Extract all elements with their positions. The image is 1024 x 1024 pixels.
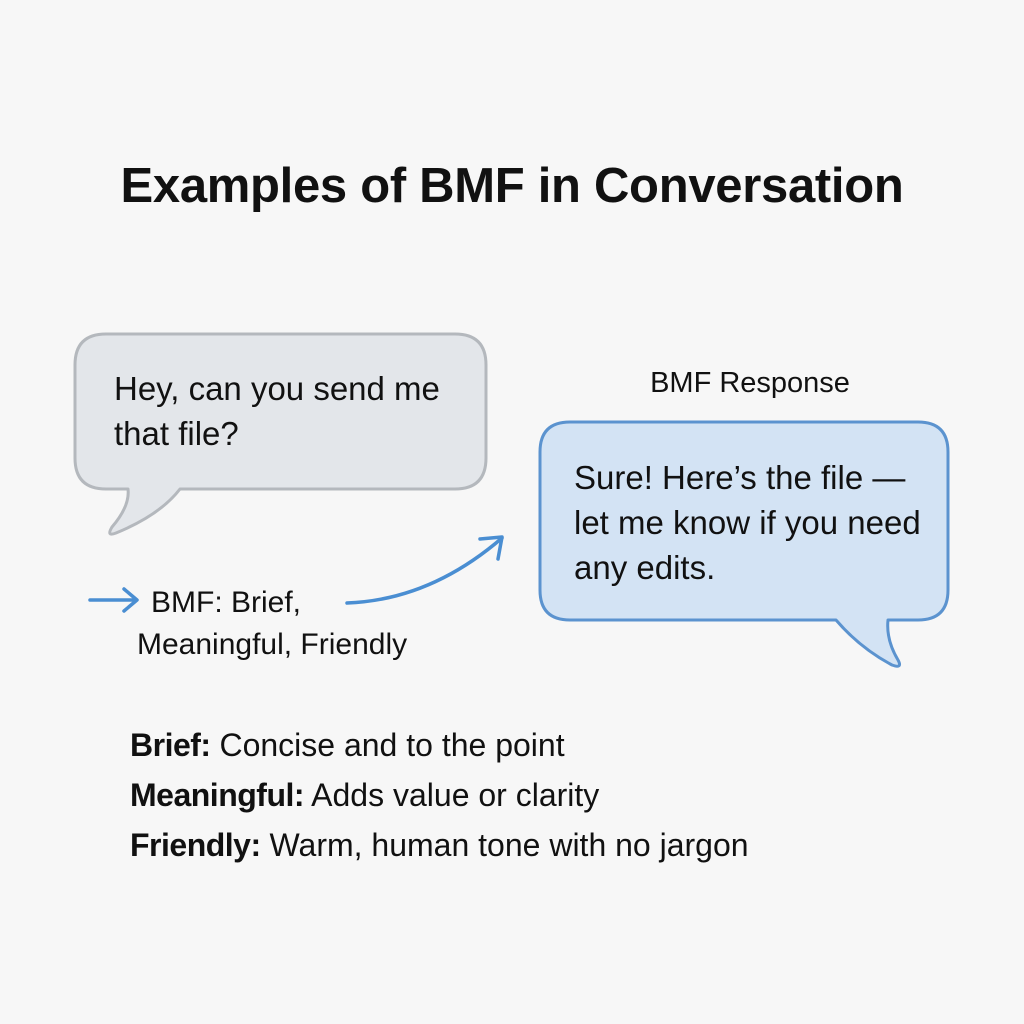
definition-term: Friendly: <box>130 827 261 863</box>
curved-arrow-icon <box>345 535 504 605</box>
incoming-bubble-shape <box>73 332 488 536</box>
definitions-list: Brief: Concise and to the point Meaningf… <box>130 720 749 870</box>
definition-description: Warm, human tone with no jargon <box>260 827 749 863</box>
definition-meaningful: Meaningful: Adds value or clarity <box>130 770 749 820</box>
definition-term: Brief: <box>130 727 211 763</box>
definition-friendly: Friendly: Warm, human tone with no jargo… <box>130 820 749 870</box>
arrow-right-icon <box>88 587 139 613</box>
page-title: Examples of BMF in Conversation <box>120 159 904 213</box>
definition-brief: Brief: Concise and to the point <box>130 720 749 770</box>
definition-term: Meaningful: <box>130 777 305 813</box>
definition-description: Adds value or clarity <box>304 777 600 813</box>
response-bubble-shape <box>538 420 950 668</box>
response-label: BMF Response <box>650 367 850 399</box>
incoming-message-text: Hey, can you send me that file? <box>114 370 440 452</box>
definition-description: Concise and to the point <box>210 727 565 763</box>
bmf-annotation-line-2: Meaningful, Friendly <box>137 628 408 661</box>
response-message-text: Sure! Here’s the file — let me know if y… <box>574 459 921 586</box>
bmf-annotation-line-1: BMF: Brief, <box>151 586 302 619</box>
bmf-annotation: BMF: Brief, Meaningful, Friendly <box>137 582 407 666</box>
